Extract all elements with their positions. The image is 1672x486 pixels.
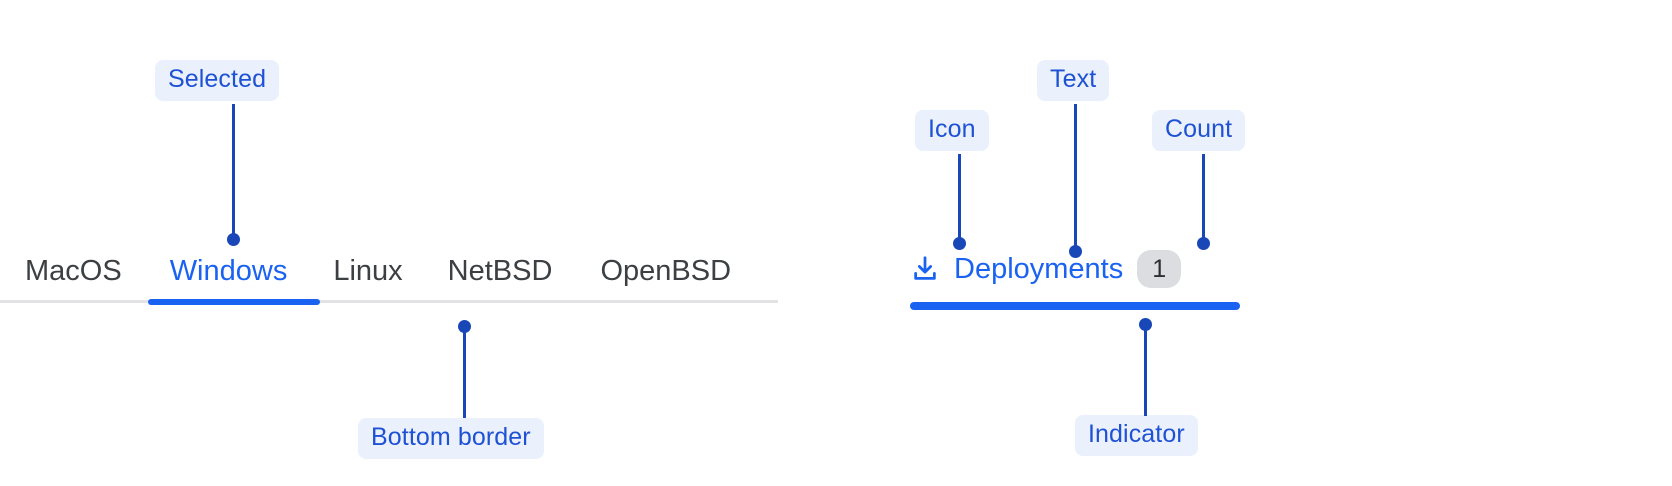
leader-line-text bbox=[1074, 104, 1077, 250]
deployments-active-indicator bbox=[910, 302, 1240, 310]
leader-dot-bottom-border bbox=[458, 320, 471, 333]
tab-netbsd-label: NetBSD bbox=[447, 255, 553, 287]
callout-count: Count bbox=[1152, 110, 1246, 151]
deployments-count-badge: 1 bbox=[1137, 250, 1182, 288]
tab-deployments[interactable]: Deployments 1 bbox=[910, 248, 1182, 300]
leader-dot-selected bbox=[227, 233, 240, 246]
tabset-bottom-border bbox=[0, 299, 778, 305]
callout-selected: Selected bbox=[155, 60, 280, 101]
tab-linux[interactable]: Linux bbox=[333, 257, 402, 300]
tab-windows-label: Windows bbox=[169, 255, 288, 287]
download-icon bbox=[914, 256, 936, 280]
leader-line-indicator bbox=[1144, 328, 1147, 416]
left-tab-row: MacOS Windows Linux NetBSD OpenBSD bbox=[0, 248, 778, 300]
leader-dot-count bbox=[1197, 237, 1210, 250]
leader-dot-text bbox=[1069, 245, 1082, 258]
tab-openbsd-label: OpenBSD bbox=[600, 255, 732, 287]
leader-line-icon bbox=[958, 154, 961, 242]
leader-dot-indicator bbox=[1139, 318, 1152, 331]
tab-openbsd[interactable]: OpenBSD bbox=[600, 257, 731, 300]
tab-netbsd[interactable]: NetBSD bbox=[448, 257, 553, 300]
tab-linux-label: Linux bbox=[333, 255, 403, 287]
callout-bottom-border: Bottom border bbox=[358, 418, 544, 459]
callout-indicator: Indicator bbox=[1075, 415, 1198, 456]
tab-macos[interactable]: MacOS bbox=[25, 257, 122, 300]
right-tabset: Deployments 1 bbox=[910, 248, 1240, 310]
leader-line-selected bbox=[232, 104, 235, 238]
leader-line-bottom-border bbox=[463, 330, 466, 418]
left-tabset: MacOS Windows Linux NetBSD OpenBSD bbox=[0, 248, 778, 305]
tab-windows[interactable]: Windows bbox=[170, 257, 288, 300]
callout-text: Text bbox=[1037, 60, 1110, 101]
tab-deployments-label: Deployments bbox=[954, 252, 1124, 285]
tab-macos-label: MacOS bbox=[25, 255, 122, 287]
callout-icon: Icon bbox=[915, 110, 989, 151]
leader-dot-icon bbox=[953, 237, 966, 250]
tab-active-indicator bbox=[148, 299, 320, 305]
leader-line-count bbox=[1202, 154, 1205, 242]
